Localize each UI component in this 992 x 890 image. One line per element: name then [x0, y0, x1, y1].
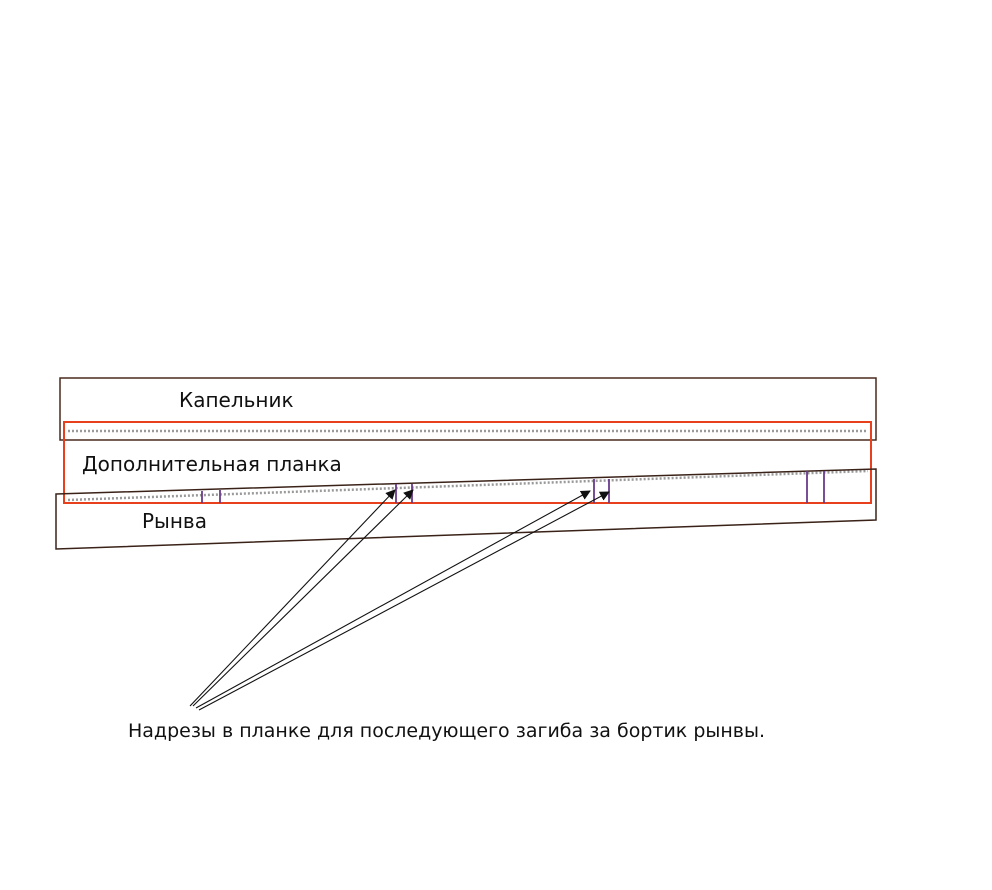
- gutter-shape: [55, 468, 877, 550]
- gutter-label: Рынва: [142, 509, 207, 533]
- arrow-1: [189, 489, 396, 707]
- extra-strip-label: Дополнительная планка: [82, 452, 342, 476]
- cut-marks: [201, 471, 825, 503]
- caption-text: Надрезы в планке для последующего загиба…: [128, 720, 766, 742]
- extra-strip-shape: [63, 421, 872, 504]
- drip-edge-label: Капельник: [179, 388, 294, 412]
- arrow-4: [198, 491, 610, 711]
- arrow-3: [195, 490, 591, 709]
- arrow-2: [192, 489, 414, 707]
- pointer-arrows: [189, 489, 610, 711]
- drip-edge-shape: [59, 377, 877, 441]
